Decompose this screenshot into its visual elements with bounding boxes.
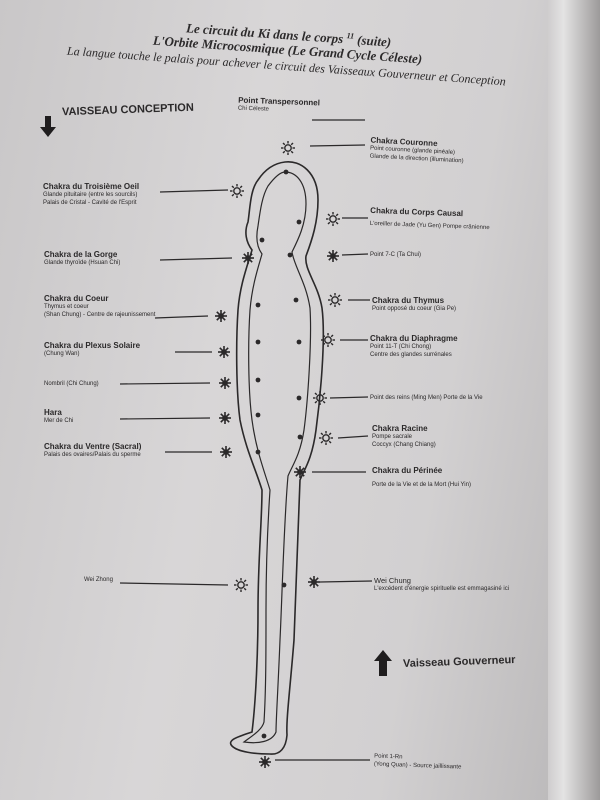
star-point-icon [214,309,228,323]
arrow-down-icon [40,116,56,137]
hara-line1: Mer de Chi [44,418,74,424]
star-point-icon [218,376,232,390]
star-point-icon [293,465,307,479]
book-page [0,0,548,800]
star-point-icon [218,411,232,425]
diaphragme-label: Chakra du Diaphragme Point 11-T (Chi Cho… [370,334,458,359]
weizhong-text: Wei Zhong [84,577,113,583]
causal-label: Chakra du Corps Causal L'oreiller de Jad… [370,206,491,232]
star-point-icon [258,755,272,769]
point1rn-label: Point 1-Rn (Yong Quan) - Source jailliss… [374,752,462,771]
reins-label: Point des reins (Ming Men) Porte de la V… [370,394,483,402]
perinee-line1: Porte de la Vie et de la Mort (Hui Yin) [372,482,471,488]
point7c-label: Point 7-C (Ta Chui) [370,251,421,259]
sun-point-icon [233,577,249,593]
hara-title: Hara [44,408,62,417]
nombril-label: Nombril (Chi Chung) [44,380,99,388]
weizhong-label: Wei Zhong [84,576,113,584]
perinee-label: Chakra du Périnée Porte de la Vie et de … [372,466,471,489]
sun-point-icon [229,183,245,199]
oeil-title: Chakra du Troisième Oeil [43,182,140,191]
ventre-label: Chakra du Ventre (Sacral) Palais des ova… [44,442,141,459]
leader-lines [119,119,373,761]
sun-point-icon [280,140,296,156]
weichung-title: Wei Chung [374,576,411,585]
reins-text: Point des reins (Ming Men) Porte de la V… [370,395,483,401]
coeur-label: Chakra du Coeur Thymus et coeur (Shan Ch… [44,294,155,319]
body-outline-outer [229,161,325,755]
star-point-icon [219,445,233,459]
point7c-text: Point 7-C (Ta Chui) [370,252,422,258]
diaphragme-line1: Point 11-T (Chi Chong) [370,344,432,350]
diaphragme-title: Chakra du Diaphragme [370,334,458,343]
point-transpersonnel-label: Point Transpersonnel Chi Céleste [238,96,320,116]
oeil-line2: Palais de Cristal - Cavité de l'Esprit [43,200,137,206]
couronne-label: Chakra Couronne Point couronne (glande p… [369,136,464,166]
racine-title: Chakra Racine [372,424,428,433]
gorge-line1: Glande thyroïde (Hsuan Chi) [44,260,121,266]
plexus-label: Chakra du Plexus Solaire (Chung Wan) [44,341,140,358]
hara-label: Hara Mer de Chi [44,408,73,425]
channel-points [255,169,303,739]
oeil-label: Chakra du Troisième Oeil Glande pituitai… [43,182,139,207]
page-edge [548,0,600,800]
thymus-line1: Point opposé du coeur (Gia Pe) [372,306,457,312]
plexus-line1: (Chung Wan) [44,351,80,357]
weichung-line1: L'excédent d'énergie spirituelle est emm… [374,586,510,592]
diaphragme-line2: Centre des glandes surrénales [370,352,452,358]
racine-line1: Pompe sacrale [372,434,413,440]
sun-point-icon [318,430,334,446]
star-point-icon [241,251,255,265]
racine-line2: Coccyx (Chang Chiang) [372,442,436,448]
sun-point-icon [320,332,336,348]
oeil-line1: Glande pituitaire (entre les sourcils) [43,192,138,198]
thymus-title: Chakra du Thymus [372,296,445,305]
perinee-title: Chakra du Périnée [372,466,443,475]
ventre-line1: Palais des ovaires/Palais du sperme [44,452,141,458]
racine-label: Chakra Racine Pompe sacrale Coccyx (Chan… [372,424,436,449]
star-point-icon [326,249,340,263]
nombril-text: Nombril (Chi Chung) [44,381,99,387]
coeur-line2: (Shan Chung) - Centre de rajeunissement [44,312,156,318]
weichung-label: Wei Chung L'excédent d'énergie spirituel… [374,576,509,593]
ventre-title: Chakra du Ventre (Sacral) [44,442,142,451]
gorge-title: Chakra de la Gorge [44,250,118,259]
coeur-title: Chakra du Coeur [44,294,109,303]
gorge-label: Chakra de la Gorge Glande thyroïde (Hsua… [44,250,120,267]
sun-point-icon [327,292,343,308]
coeur-line1: Thymus et coeur [44,304,89,310]
body-outline-inner [242,171,312,744]
star-point-icon [217,345,231,359]
arrow-up-icon [374,650,392,676]
plexus-title: Chakra du Plexus Solaire [44,341,141,350]
thymus-label: Chakra du Thymus Point opposé du coeur (… [372,296,456,313]
sun-point-icon [325,211,341,227]
star-point-icon [307,575,321,589]
